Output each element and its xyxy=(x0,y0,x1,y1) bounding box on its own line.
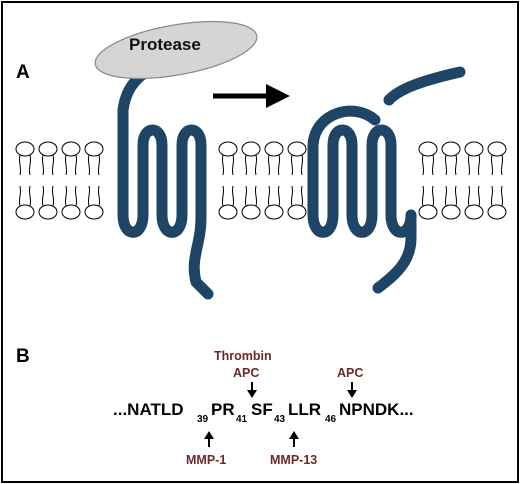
enzyme-label-apc-2: APC xyxy=(337,366,363,380)
sequence-sub-2: 41 xyxy=(236,414,248,425)
cleavage-arrow-up-2 xyxy=(289,431,299,447)
sequence-sub-1: 39 xyxy=(197,414,209,425)
sequence-segment-4: LLR xyxy=(288,400,321,419)
receptor-cleaved xyxy=(307,105,417,294)
sequence-sub-4: 46 xyxy=(325,414,337,425)
cleavage-arrow-down-2 xyxy=(347,382,357,398)
sequence-segment-5: NPNDK... xyxy=(339,400,414,419)
enzyme-label-mmp1: MMP-1 xyxy=(186,453,226,467)
cleavage-arrow-up-1 xyxy=(204,431,214,447)
cleavage-arrow-down-1 xyxy=(247,382,257,398)
membrane-middle xyxy=(218,141,307,220)
protease-shape xyxy=(94,20,258,80)
protease-label: Protease xyxy=(129,35,201,54)
sequence-sub-3: 43 xyxy=(274,414,286,425)
enzyme-label-apc-1: APC xyxy=(233,366,259,380)
sequence-segment-3: SF xyxy=(251,400,273,419)
enzyme-label-thrombin: Thrombin xyxy=(214,349,272,363)
cleaved-n-terminus xyxy=(383,66,466,106)
sequence-segment-1: ...NATLD xyxy=(113,400,184,419)
enzyme-label-mmp13: MMP-13 xyxy=(270,453,317,467)
activation-arrow xyxy=(213,84,290,108)
panel-b-label: B xyxy=(16,346,30,367)
receptor-intact xyxy=(117,57,214,300)
membrane-left xyxy=(15,141,104,220)
membrane-right xyxy=(418,141,507,220)
sequence-segment-2: PR xyxy=(211,400,235,419)
panel-a-label: A xyxy=(16,62,30,83)
